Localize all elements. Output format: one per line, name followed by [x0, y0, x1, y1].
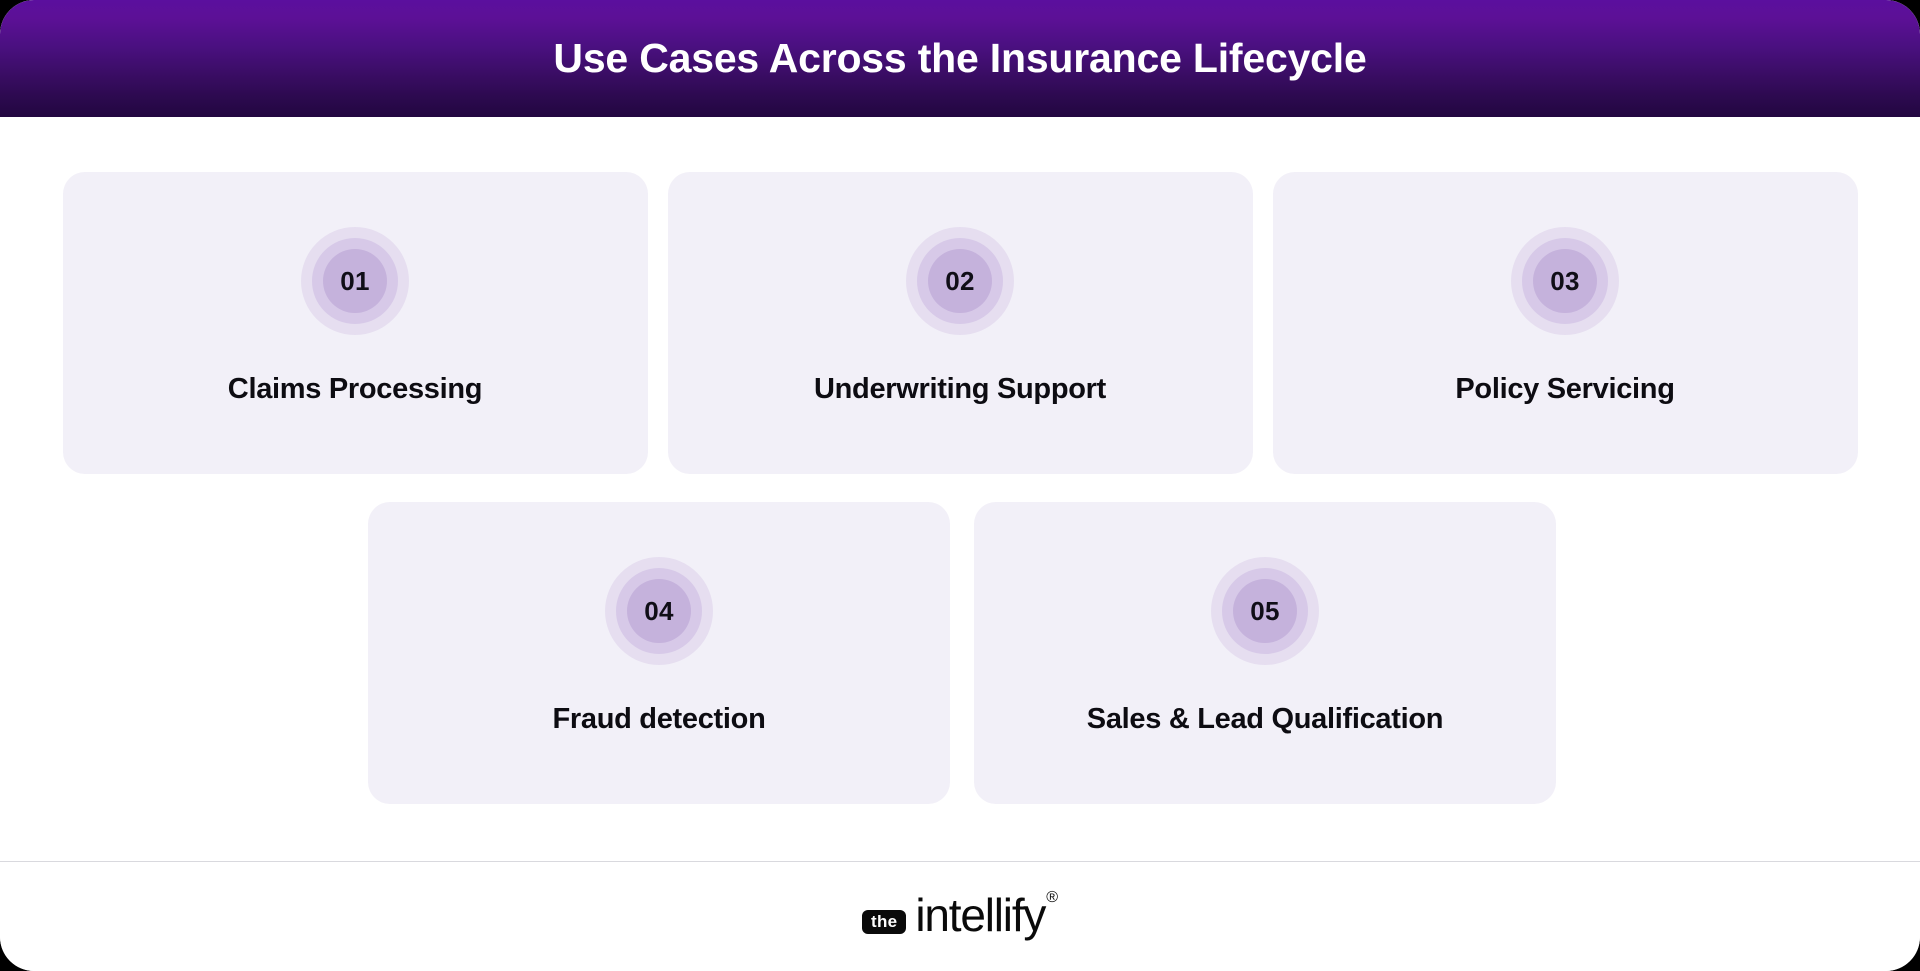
logo-wordmark: intellify: [915, 888, 1046, 941]
number-badge: 05: [1210, 556, 1320, 666]
logo-the-badge: the: [861, 909, 907, 934]
use-case-card-04[interactable]: 04 Fraud detection: [368, 502, 950, 804]
use-case-card-02[interactable]: 02 Underwriting Support: [667, 172, 1253, 474]
footer: the intellify ®: [0, 862, 1920, 971]
page-title: Use Cases Across the Insurance Lifecycle: [553, 35, 1367, 81]
badge-inner-circle-icon: [1533, 249, 1597, 313]
cards-section: 01 Claims Processing 02 Underwriting Sup…: [0, 117, 1920, 861]
badge-inner-circle-icon: [1233, 579, 1297, 643]
badge-inner-circle-icon: [928, 249, 992, 313]
card-title: Policy Servicing: [1455, 373, 1675, 405]
card-title: Fraud detection: [552, 703, 766, 735]
card-title: Underwriting Support: [813, 373, 1107, 405]
footer-divider: [0, 861, 1920, 862]
number-badge: 02: [905, 226, 1015, 336]
badge-number-label: 04: [644, 596, 674, 626]
card-title: Claims Processing: [227, 373, 483, 405]
number-badge: 03: [1510, 226, 1620, 336]
number-badge: 04: [604, 556, 714, 666]
registered-trademark-icon: ®: [1046, 888, 1058, 906]
use-case-card-05[interactable]: 05 Sales & Lead Qualification: [974, 502, 1556, 804]
badge-number-label: 02: [945, 266, 975, 296]
card-row-two: 04 Fraud detection 05 Sales & Lead Quali…: [368, 502, 1556, 804]
badge-number-label: 01: [340, 266, 370, 296]
card-row-one: 01 Claims Processing 02 Underwriting Sup…: [62, 172, 1858, 474]
badge-number-label: 05: [1250, 596, 1280, 626]
card-title: Sales & Lead Qualification: [1086, 703, 1444, 735]
header-banner: Use Cases Across the Insurance Lifecycle: [0, 0, 1920, 117]
badge-inner-circle-icon: [627, 579, 691, 643]
badge-number-label: 03: [1550, 266, 1580, 296]
badge-inner-circle-icon: [323, 249, 387, 313]
use-case-card-03[interactable]: 03 Policy Servicing: [1272, 172, 1858, 474]
number-badge: 01: [300, 226, 410, 336]
intellify-logo[interactable]: the intellify ®: [861, 888, 1058, 941]
use-case-card-01[interactable]: 01 Claims Processing: [62, 172, 648, 474]
